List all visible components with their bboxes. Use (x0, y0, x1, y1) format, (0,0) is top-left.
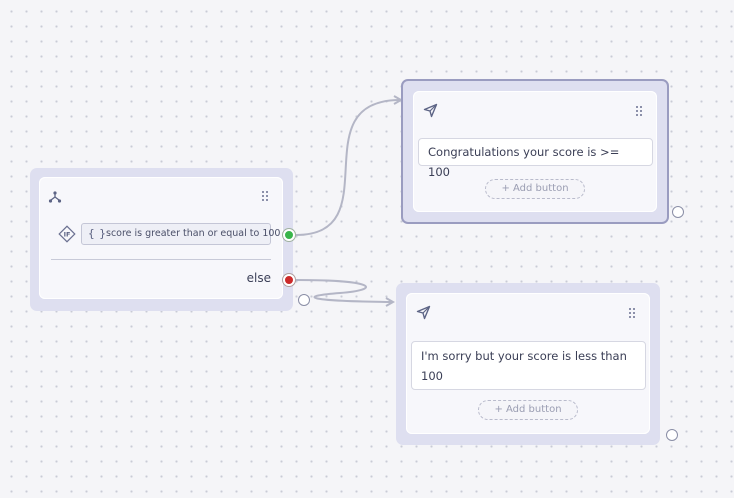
wire-else (295, 279, 393, 303)
message-failure-next-port[interactable] (666, 429, 678, 441)
if-badge-icon: IF (58, 225, 76, 243)
wire-true (295, 99, 401, 236)
condition-card: IF { } score is greater than or equal to… (39, 177, 283, 299)
message-node-failure[interactable]: I'm sorry but your score is less than 10… (396, 283, 660, 445)
divider (51, 259, 271, 260)
send-icon (416, 305, 431, 324)
drag-handle-icon[interactable] (629, 308, 635, 318)
wire-else-arrow (385, 297, 396, 307)
condition-next-port[interactable] (298, 294, 310, 306)
condition-field[interactable]: { } score is greater than or equal to 10… (81, 223, 280, 245)
else-label: else (246, 271, 271, 285)
message-text: I'm sorry but your score is less than 10… (421, 349, 627, 383)
add-button[interactable]: + Add button (485, 179, 585, 199)
drag-handle-icon[interactable] (636, 106, 642, 116)
send-icon (423, 103, 438, 122)
message-card-success: Congratulations your score is >= 100 + A… (413, 91, 657, 212)
variable-braces-icon: { } (88, 227, 106, 240)
message-text-box[interactable]: I'm sorry but your score is less than 10… (411, 341, 646, 390)
condition-node[interactable]: IF { } score is greater than or equal to… (30, 168, 293, 311)
condition-text: score is greater than or equal to 100 (106, 228, 281, 239)
drag-handle-icon[interactable] (262, 191, 268, 201)
message-text: Congratulations your score is >= 100 (428, 145, 620, 179)
message-text-box[interactable]: Congratulations your score is >= 100 (418, 138, 653, 179)
true-output-port[interactable] (283, 229, 295, 241)
else-output-port[interactable] (283, 274, 295, 286)
message-card-failure: I'm sorry but your score is less than 10… (406, 293, 650, 434)
message-success-next-port[interactable] (672, 206, 684, 218)
svg-text:IF: IF (64, 231, 71, 239)
message-node-success[interactable]: Congratulations your score is >= 100 + A… (401, 79, 669, 224)
wire-true-arrow (393, 95, 404, 105)
split-icon (48, 189, 62, 208)
add-button[interactable]: + Add button (478, 400, 578, 420)
